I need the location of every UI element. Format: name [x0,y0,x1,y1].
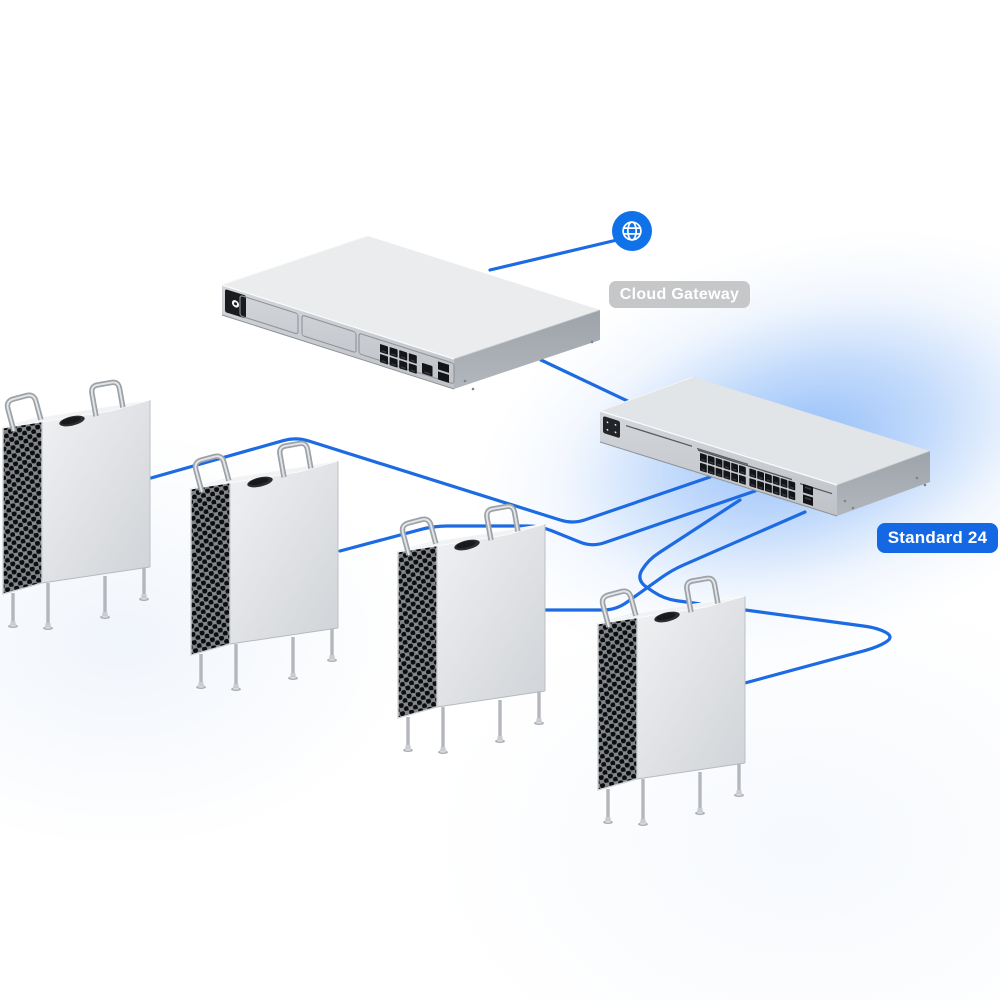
wire-internet-to-gateway [488,238,619,272]
internet-globe-icon [612,211,652,251]
tower-handle [89,379,126,417]
workstation-tower-4 [597,575,746,827]
front-face-details [225,289,455,384]
tower-handle [192,453,232,493]
tower-handle [684,575,721,613]
workstation-tower-3 [397,503,546,755]
device-right-face [454,310,600,389]
device-top-face [600,377,930,485]
front-cable-layer [488,238,619,272]
workstation-tower-2 [190,440,339,692]
cloud-gateway-label: Cloud Gateway [609,281,750,308]
wire-switch-to-tower-4 [638,498,892,685]
tower-side-face [230,461,338,644]
tower-side-face [637,596,745,779]
tower-handle [399,516,439,556]
switch-standard-24-device [599,376,931,517]
tower-handle [599,588,639,628]
tower-side-face [437,524,545,707]
front-face-details [603,416,832,507]
device-layer [2,235,931,827]
device-right-face [837,451,930,516]
wire-switch-to-tower-1 [149,437,712,524]
cloud-gateway-device [221,235,601,391]
wire-switch-to-tower-3 [543,510,807,612]
workstation-tower-1 [2,379,151,631]
standard-24-label: Standard 24 [877,523,998,553]
tower-handle [4,392,44,432]
tower-handle [277,440,314,478]
tower-handle [484,503,521,541]
tower-side-face [42,400,150,583]
globe-glyph [622,221,642,241]
device-top-face [222,236,600,359]
